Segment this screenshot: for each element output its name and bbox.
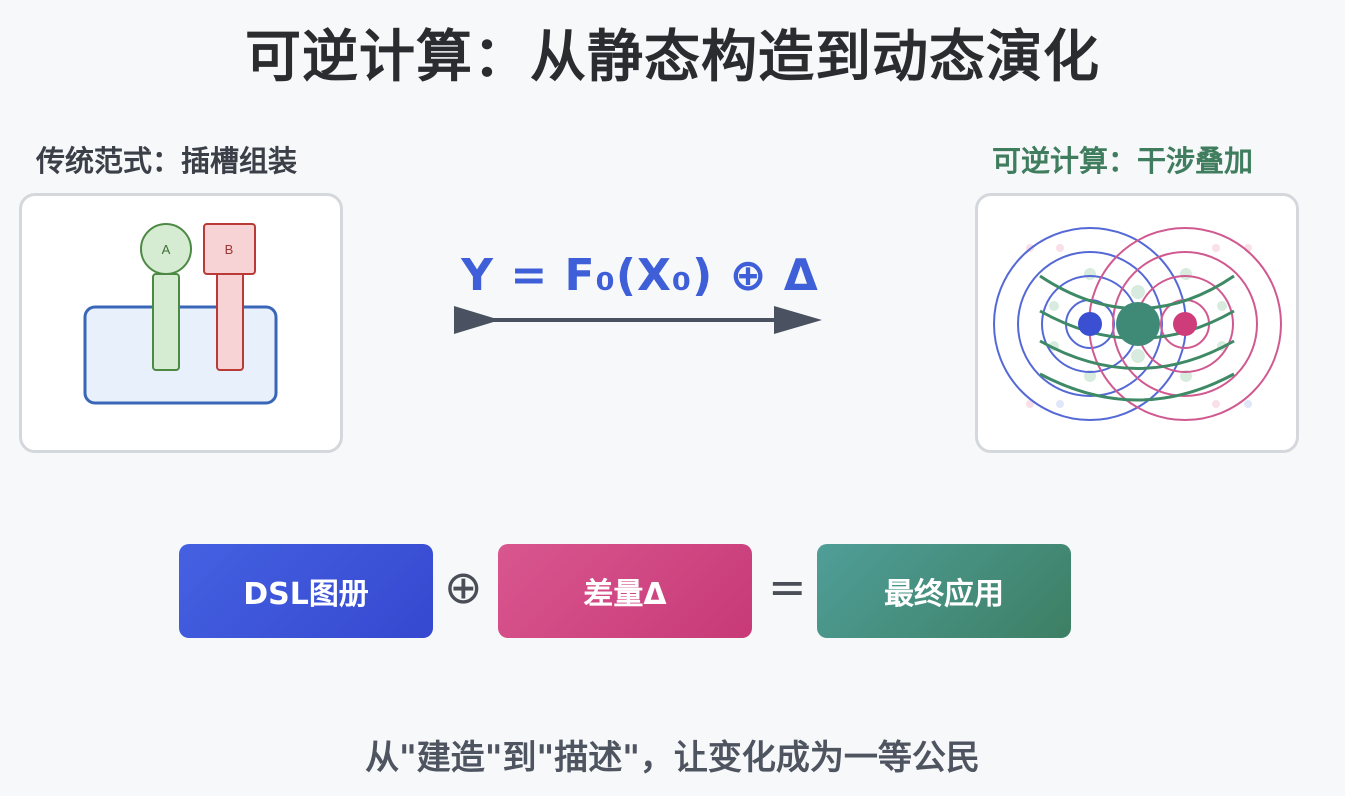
pink-source-node — [1173, 312, 1197, 336]
slot-assembly-diagram: A B — [83, 223, 278, 405]
pin-a-stem — [152, 273, 180, 371]
interference-diagram — [993, 227, 1282, 421]
socket-base — [83, 305, 278, 405]
traditional-paradigm-label: 传统范式：插槽组装 — [36, 144, 298, 178]
reversible-computing-label: 可逆计算：干涉叠加 — [992, 144, 1254, 178]
superposition-node — [1116, 302, 1160, 346]
page-title: 可逆计算：从静态构造到动态演化 — [245, 25, 1100, 90]
evolution-arrow — [454, 306, 822, 334]
pin-b-stem — [216, 271, 244, 371]
tagline: 从"建造"到"描述"，让变化成为一等公民 — [365, 738, 980, 778]
delta-box: 差量Δ — [498, 544, 752, 638]
pin-b-label: B — [225, 242, 234, 257]
pin-a-head — [140, 223, 192, 275]
dsl-atlas-box: DSL图册 — [179, 544, 433, 638]
plus-operator: ⊕ — [444, 560, 483, 614]
arrow-head — [774, 306, 822, 334]
final-application-box: 最终应用 — [817, 544, 1071, 638]
blue-source-node — [1078, 312, 1102, 336]
pin-b-head — [203, 223, 256, 275]
pin-a-label: A — [162, 242, 171, 257]
transformation-formula: Y = F₀(X₀) ⊕ Δ — [461, 250, 819, 301]
equals-operator: = — [768, 560, 807, 614]
reversible-computing-panel — [975, 193, 1299, 453]
traditional-paradigm-panel: A B — [19, 193, 343, 453]
arrow-tail — [454, 306, 500, 334]
